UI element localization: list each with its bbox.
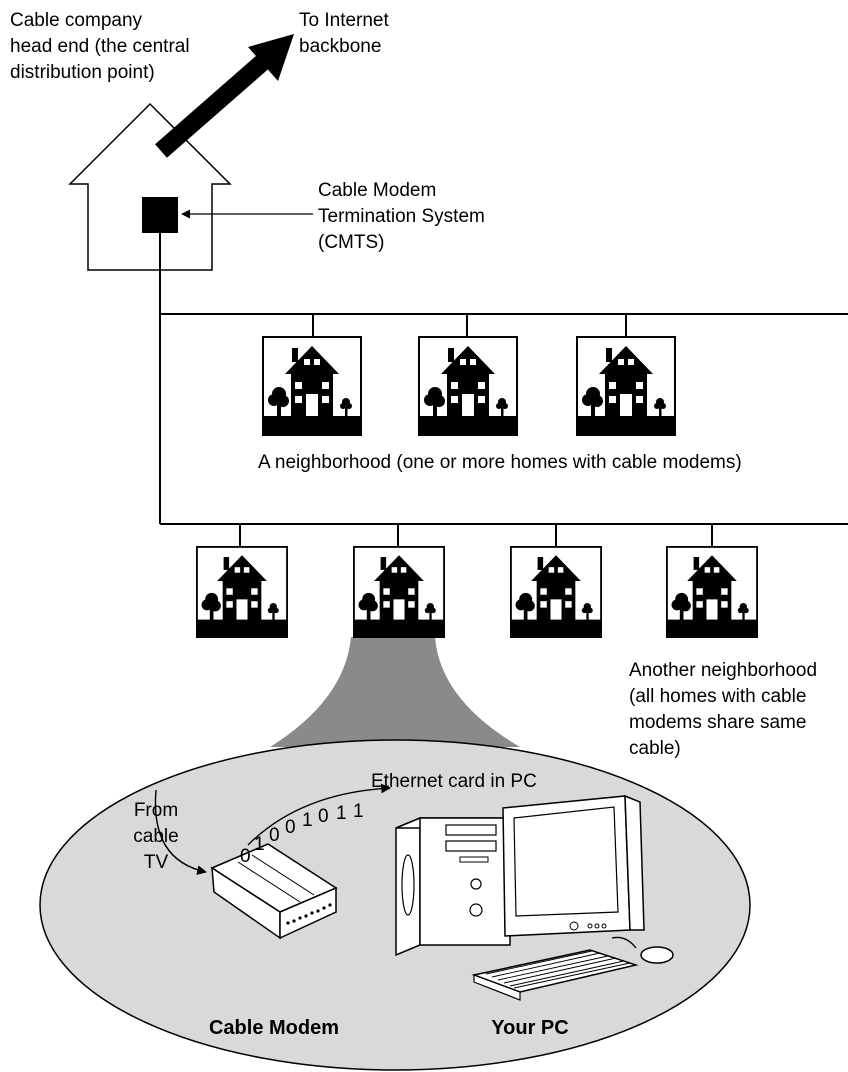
home-icon xyxy=(352,546,446,638)
mouse-icon xyxy=(611,936,674,964)
data-bit: 0 xyxy=(285,817,296,838)
neighborhood-2-label: Another neighborhood (all homes with cab… xyxy=(629,660,817,759)
head-end-house xyxy=(68,102,232,271)
cmts-label: Cable Modem Termination System (CMTS) xyxy=(318,180,485,253)
head-end-line: Cable company xyxy=(10,10,143,31)
head-end-line: head end (the central xyxy=(10,36,190,57)
keyboard-icon xyxy=(471,949,639,1001)
ethernet-card-label: Ethernet card in PC xyxy=(371,771,537,792)
data-bit: 0 xyxy=(240,846,251,867)
neighborhood-1 xyxy=(262,336,676,436)
from-tv-line: cable xyxy=(133,826,178,847)
cable-network xyxy=(159,233,848,546)
head-end-label: Cable company head end (the central dist… xyxy=(10,10,190,83)
data-bit: 1 xyxy=(302,810,313,831)
cable-modem-icon xyxy=(210,843,338,940)
your-pc-label: Your PC xyxy=(491,1017,568,1039)
cmts-box xyxy=(142,197,178,233)
monitor-icon xyxy=(502,794,645,937)
from-cable-tv-label: From cable TV xyxy=(133,800,178,873)
internet-line: To Internet xyxy=(299,10,389,31)
home-icon xyxy=(262,336,362,436)
data-bit: 0 xyxy=(269,825,280,846)
neighborhood-1-label: A neighborhood (one or more homes with c… xyxy=(258,452,742,473)
internet-backbone-arrow xyxy=(155,34,294,158)
data-bit: 0 xyxy=(318,806,329,827)
home-icon xyxy=(418,336,518,436)
from-tv-line: From xyxy=(134,800,178,821)
data-bit: 1 xyxy=(353,801,364,822)
data-bits-arrow xyxy=(247,783,391,846)
data-bit: 1 xyxy=(254,834,265,855)
neighborhood-2-line: modems share same xyxy=(629,712,806,733)
cmts-line: (CMTS) xyxy=(318,232,384,253)
data-bit: 1 xyxy=(336,803,347,824)
neighborhood-2 xyxy=(195,546,759,638)
head-end-line: distribution point) xyxy=(10,62,155,83)
cmts-line: Cable Modem xyxy=(318,180,436,201)
cmts-line: Termination System xyxy=(318,206,485,227)
home-icon xyxy=(509,546,603,638)
from-tv-line: TV xyxy=(144,852,169,873)
cable-modem-label: Cable Modem xyxy=(209,1017,339,1039)
neighborhood-2-line: (all homes with cable xyxy=(629,686,806,707)
home-icon xyxy=(576,336,676,436)
internet-label: To Internet backbone xyxy=(299,10,389,57)
pc-tower-icon xyxy=(395,816,511,957)
internet-line: backbone xyxy=(299,36,381,57)
neighborhood-2-line: cable) xyxy=(629,738,681,759)
data-bits: 0 1 0 0 1 0 1 1 xyxy=(240,801,364,867)
home-icon xyxy=(665,546,759,638)
neighborhood-2-line: Another neighborhood xyxy=(629,660,817,681)
cable-tv-arrow xyxy=(154,789,207,875)
home-icon xyxy=(195,546,289,638)
